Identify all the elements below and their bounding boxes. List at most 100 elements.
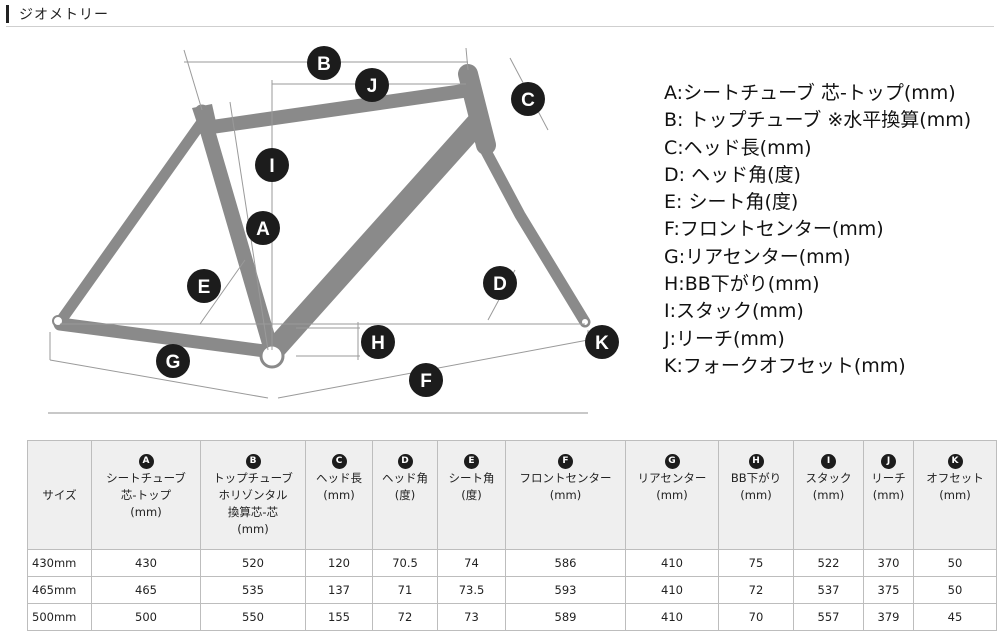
header-divider — [6, 26, 994, 27]
label-badge-d — [483, 266, 517, 300]
table-cell: 522 — [793, 549, 864, 577]
table-cell: 137 — [305, 576, 373, 604]
frame-geometry-diagram: B J C I A E D H K G F — [48, 46, 619, 414]
table-cell: 72 — [718, 576, 794, 604]
seat-tube — [194, 104, 280, 360]
column-label-e: シート角 (度) — [448, 471, 495, 502]
badge-icon-b: B — [245, 454, 261, 469]
column-label-c: ヘッド長 (mm) — [316, 471, 362, 502]
header-bar — [6, 5, 9, 23]
label-e-text: E — [198, 277, 211, 298]
column-header-g: G リアセンター (mm) — [625, 440, 719, 550]
badge-icon-a: A — [138, 454, 154, 469]
badge-icon-e: E — [464, 454, 479, 469]
column-label-h: BB下がり (mm) — [730, 471, 782, 502]
table-cell: 589 — [505, 603, 626, 631]
label-j-text: J — [367, 76, 378, 97]
table-row: 500mm 500 550 155 72 73 589 410 70 557 3… — [27, 603, 997, 631]
column-label-b: トップチューブ ホリゾンタル 換算芯-芯 (mm) — [213, 471, 293, 536]
head-tube — [458, 64, 496, 155]
fork-blade — [474, 134, 591, 328]
column-header-f: F フロントセンター (mm) — [505, 440, 626, 550]
badge-icon-k: K — [947, 454, 963, 469]
top-tube — [198, 83, 477, 135]
table-cell: 520 — [200, 549, 306, 577]
table-cell: 72 — [372, 603, 438, 631]
legend-item-i: I:スタック(mm) — [664, 300, 804, 323]
column-header-e: E シート角 (度) — [437, 440, 506, 550]
column-label-g: リアセンター (mm) — [637, 471, 707, 502]
table-cell: 379 — [863, 603, 914, 631]
label-h-text: H — [371, 333, 385, 354]
label-badge-g — [156, 344, 190, 378]
label-badge-h — [361, 325, 395, 359]
label-f-text: F — [420, 371, 432, 392]
table-cell: 465 — [91, 576, 201, 604]
table-cell: 430 — [91, 549, 201, 577]
legend-item-a: A:シートチューブ 芯-トップ(mm) — [664, 82, 956, 104]
legend-item-g: G:リアセンター(mm) — [664, 245, 851, 268]
table-cell: 74 — [437, 549, 506, 577]
table-cell: 155 — [305, 603, 373, 631]
chain-stay — [53, 317, 279, 359]
table-row: 465mm 465 535 137 71 73.5 593 410 72 537… — [27, 576, 997, 604]
legend-item-f: F:フロントセンター(mm) — [664, 218, 884, 241]
table-cell: 73 — [437, 603, 506, 631]
table-cell: 537 — [793, 576, 864, 604]
label-badge-k — [585, 325, 619, 359]
table-cell: 375 — [863, 576, 914, 604]
label-a-text: A — [256, 219, 270, 240]
dimension-legend: A:シートチューブ 芯-トップ(mm) B: トップチューブ ※水平換算(mm)… — [664, 80, 971, 380]
badge-icon-g: G — [664, 454, 680, 469]
page-title: ジオメトリー — [19, 7, 109, 23]
badge-icon-h: H — [748, 454, 764, 469]
seat-clamp — [192, 104, 216, 126]
diagram-labels: B J C I A E D H K G F — [156, 46, 619, 397]
table-cell: 535 — [200, 576, 306, 604]
table-cell: 410 — [625, 603, 719, 631]
legend-item-k: K:フォークオフセット(mm) — [664, 354, 906, 377]
table-cell: 70.5 — [372, 549, 438, 577]
legend-item-h: H:BB下がり(mm) — [664, 273, 820, 296]
down-tube — [261, 111, 489, 363]
table-cell: 120 — [305, 549, 373, 577]
label-g-text: G — [166, 352, 181, 373]
table-cell: 586 — [505, 549, 626, 577]
table-cell: 71 — [372, 576, 438, 604]
row-size-cell: 465mm — [27, 576, 92, 604]
column-header-c: C ヘッド長 (mm) — [305, 440, 373, 550]
table-cell: 550 — [200, 603, 306, 631]
table-cell: 500 — [91, 603, 201, 631]
table-cell: 70 — [718, 603, 794, 631]
label-k-text: K — [595, 333, 609, 354]
label-d-text: D — [493, 274, 507, 295]
badge-icon-f: F — [558, 454, 573, 469]
column-label-d: ヘッド角 (度) — [382, 471, 428, 502]
label-badge-i — [255, 148, 289, 182]
bicycle-frame — [53, 64, 591, 363]
label-badge-b — [307, 46, 341, 80]
label-badge-a — [246, 211, 280, 245]
label-badge-e — [187, 269, 221, 303]
column-header-h: H BB下がり (mm) — [718, 440, 794, 550]
table-cell: 45 — [913, 603, 997, 631]
row-size-cell: 500mm — [27, 603, 92, 631]
table-cell: 593 — [505, 576, 626, 604]
column-label-i: スタック (mm) — [805, 471, 852, 502]
badge-icon-c: C — [331, 454, 347, 469]
seat-stay — [54, 116, 208, 328]
column-label-f: フロントセンター (mm) — [519, 471, 612, 502]
legend-item-e: E: シート角(度) — [664, 191, 799, 214]
badge-icon-j: J — [881, 454, 896, 469]
table-cell: 557 — [793, 603, 864, 631]
table-cell: 370 — [863, 549, 914, 577]
label-badge-j — [355, 68, 389, 102]
table-cell: 410 — [625, 549, 719, 577]
legend-item-d: D: ヘッド角(度) — [664, 163, 801, 186]
